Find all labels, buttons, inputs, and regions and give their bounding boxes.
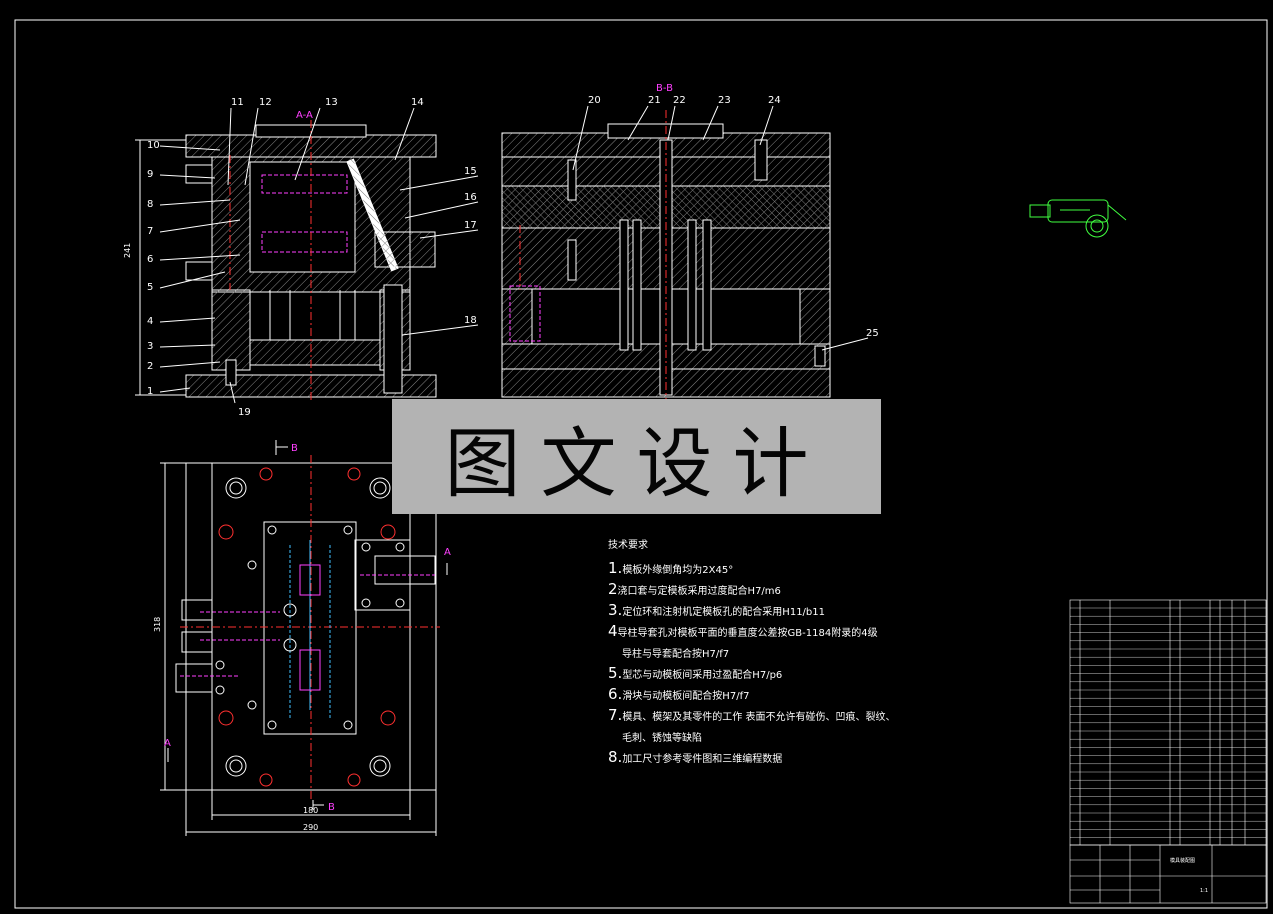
tech-requirement-item: 5.型芯与动模板间采用过盈配合H7/p6 (608, 664, 908, 685)
section-marker-b-top: B (291, 443, 298, 454)
tech-requirement-item: 6.滑块与动模板间配合按H7/f7 (608, 685, 908, 706)
leader-lines-left (159, 145, 241, 393)
tech-requirement-item: 4导柱导套孔对模板平面的垂直度公差按GB-1184附录的4级 (608, 622, 908, 643)
tech-requirement-number: 8. (608, 748, 623, 766)
part-number-14: 14 (411, 97, 424, 108)
tech-requirement-item: 3.定位环和注射机定模板孔的配合采用H11/b11 (608, 601, 908, 622)
plan-view (160, 455, 440, 836)
tech-requirement-item: 7.模具、模架及其零件的工作 表面不允许有碰伤、凹痕、裂纹、 (608, 706, 908, 727)
tech-requirement-item: 8.加工尺寸参考零件图和三维编程数据 (608, 748, 908, 769)
section-marker-b-bottom: B (328, 802, 335, 813)
leader-lines-right-left (229, 175, 479, 404)
tech-requirements-title: 技术要求 (608, 540, 648, 551)
part-number-6: 6 (147, 254, 153, 265)
title-block-scale: 1:1 (1200, 888, 1208, 894)
tech-requirement-text: 型芯与动模板间采用过盈配合H7/p6 (622, 670, 783, 681)
watermark-banner: 图文设计 (392, 399, 881, 514)
part-number-4: 4 (147, 316, 153, 327)
tech-requirement-text: 模具、模架及其零件的工作 表面不允许有碰伤、凹痕、裂纹、 (622, 712, 896, 723)
part-number-10: 10 (147, 140, 160, 151)
tech-requirement-number: 2 (608, 580, 618, 598)
tech-requirement-text: 浇口套与定模板采用过度配合H7/m6 (617, 586, 781, 597)
section-label-bb: B-B (656, 83, 673, 94)
part-number-1: 1 (147, 386, 153, 397)
side-section-view (501, 110, 831, 400)
title-block-drawing-name: 模具装配图 (1170, 857, 1195, 864)
section-label-aa: A-A (296, 110, 313, 121)
part-number-3: 3 (147, 341, 153, 352)
tech-requirement-text: 导柱导套孔对模板平面的垂直度公差按GB-1184附录的4级 (617, 628, 878, 639)
part-number-13: 13 (325, 97, 338, 108)
leader-lines-top-right (572, 105, 869, 351)
tech-requirement-item: 2浇口套与定模板采用过度配合H7/m6 (608, 580, 908, 601)
part-number-9: 9 (147, 169, 153, 180)
tech-requirement-number: 4 (608, 622, 618, 640)
part-number-18: 18 (464, 315, 477, 326)
part-number-16: 16 (464, 192, 477, 203)
part-number-17: 17 (464, 220, 477, 231)
sheet-border (14, 19, 1268, 909)
watermark-text: 图文设计 (444, 418, 829, 508)
part-number-25: 25 (866, 328, 879, 339)
tech-requirement-number: 3. (608, 601, 623, 619)
part-number-19: 19 (238, 407, 251, 418)
leader-lines-top-left (227, 107, 415, 186)
plan-holes (215, 467, 405, 787)
part-number-22: 22 (673, 95, 686, 106)
tech-requirement-item: 毛刺、锈蚀等缺陷 (608, 727, 908, 748)
parts-list-rows (1070, 607, 1266, 838)
tech-requirement-text: 导柱与导套配合按H7/f7 (622, 649, 730, 660)
part-number-20: 20 (588, 95, 601, 106)
section-markers (167, 440, 448, 810)
tech-requirement-item: 导柱与导套配合按H7/f7 (608, 643, 908, 664)
section-marker-a-left: A (164, 738, 171, 749)
dim-inner-width: 180 (303, 806, 318, 815)
part-number-21: 21 (648, 95, 661, 106)
tech-requirement-text: 定位环和注射机定模板孔的配合采用H11/b11 (622, 607, 825, 618)
parts-list-table (1069, 599, 1267, 846)
part-3d-thumbnail-icon (1029, 199, 1127, 238)
part-number-23: 23 (718, 95, 731, 106)
part-number-11: 11 (231, 97, 244, 108)
section-marker-a-right: A (444, 547, 451, 558)
tech-requirement-text: 加工尺寸参考零件图和三维编程数据 (622, 754, 783, 765)
tech-requirement-number: 6. (608, 685, 623, 703)
tech-requirement-text: 滑块与动模板间配合按H7/f7 (622, 691, 750, 702)
part-number-24: 24 (768, 95, 781, 106)
tech-requirement-text: 模板外缘倒角均为2X45° (622, 565, 734, 576)
part-number-8: 8 (147, 199, 153, 210)
part-number-15: 15 (464, 166, 477, 177)
tech-requirement-number: 1. (608, 559, 623, 577)
dim-front-height: 241 (123, 243, 132, 258)
title-block (1069, 844, 1267, 904)
dim-outer-width: 290 (303, 823, 318, 832)
part-number-12: 12 (259, 97, 272, 108)
tech-requirement-text: 毛刺、锈蚀等缺陷 (622, 733, 702, 744)
part-number-5: 5 (147, 282, 153, 293)
part-number-7: 7 (147, 226, 153, 237)
front-section-view (135, 120, 437, 400)
tech-requirement-item: 1.模板外缘倒角均为2X45° (608, 559, 908, 580)
tech-requirement-number: 5. (608, 664, 623, 682)
tech-requirement-number: 7. (608, 706, 623, 724)
part-number-2: 2 (147, 361, 153, 372)
dim-plan-height: 318 (153, 617, 162, 632)
